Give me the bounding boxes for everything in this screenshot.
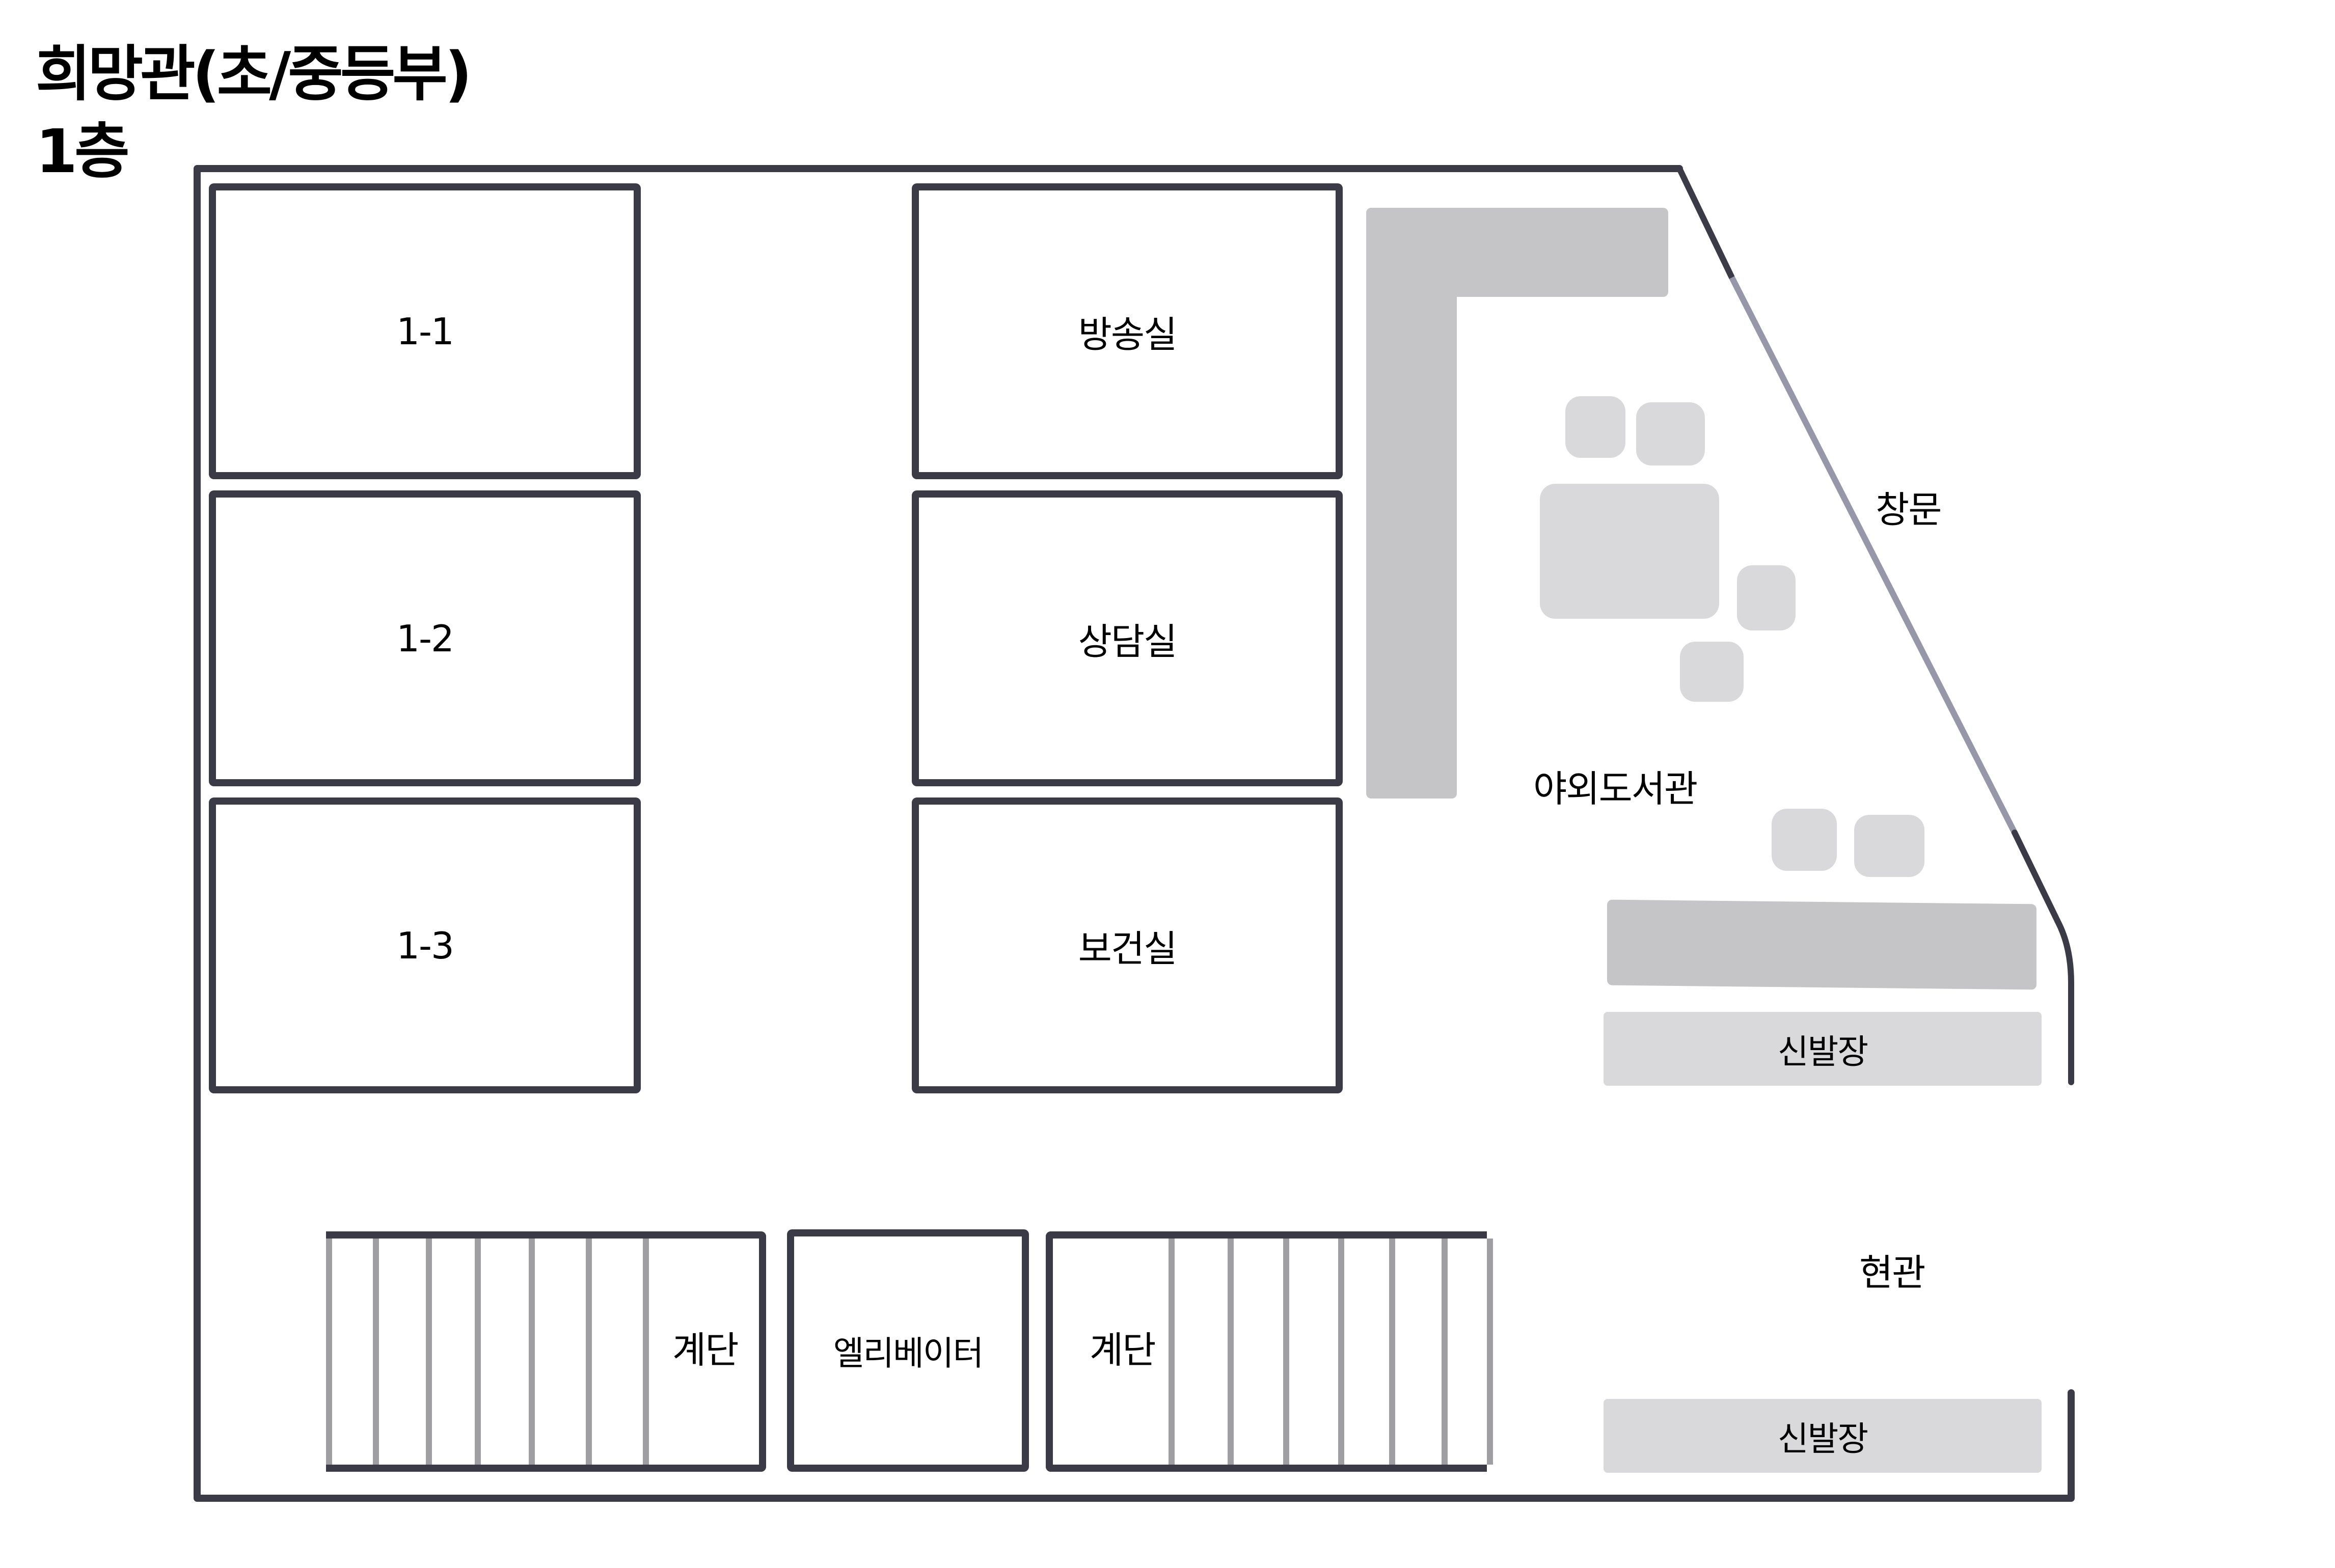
library-table	[1540, 484, 1719, 619]
shoe-rack-upper: 신발장	[1604, 1012, 2042, 1086]
stairs-right[interactable]: 계단	[1046, 1231, 1493, 1472]
diagonal-wall-bottom	[2012, 830, 2074, 1085]
library-chair	[1680, 642, 1744, 702]
room-label: 1-2	[396, 617, 454, 660]
library-chair	[1636, 402, 1705, 465]
stair-tread	[1389, 1239, 1395, 1465]
library-bench	[1607, 899, 2037, 990]
stair-tread	[586, 1239, 592, 1465]
entrance-label: 현관	[1859, 1251, 1925, 1294]
room-1-1[interactable]: 1-1	[209, 183, 641, 479]
stairs-label: 계단	[1090, 1329, 1156, 1371]
window-label: 창문	[1876, 488, 1942, 531]
room-label: 1-1	[396, 310, 454, 353]
shoe-rack-lower: 신발장	[1604, 1399, 2042, 1473]
stair-tread	[475, 1239, 481, 1465]
stair-tread	[1283, 1239, 1289, 1465]
diagonal-wall-top	[1676, 166, 1735, 281]
stair-tread	[1487, 1239, 1493, 1465]
window-line	[1729, 276, 2018, 834]
library-chair	[1772, 809, 1837, 871]
library-chair	[1737, 565, 1796, 630]
library-label: 야외도서관	[1533, 767, 1698, 810]
room-label: 1-3	[396, 924, 454, 967]
building-title: 희망관(초/중등부)	[36, 39, 472, 109]
outer-wall	[194, 165, 2075, 1502]
stair-tread	[1169, 1239, 1175, 1465]
room-label: 방송실	[1078, 313, 1178, 356]
floor-title: 1층	[36, 116, 130, 186]
stair-tread	[643, 1239, 649, 1465]
room-counseling[interactable]: 상담실	[912, 490, 1343, 786]
room-1-3[interactable]: 1-3	[209, 797, 641, 1093]
bookshelf-vertical	[1366, 208, 1457, 799]
stair-tread	[373, 1239, 379, 1465]
room-health[interactable]: 보건실	[912, 797, 1343, 1093]
stair-tread	[326, 1239, 332, 1465]
stair-tread	[1338, 1239, 1344, 1465]
stair-tread	[1442, 1239, 1448, 1465]
shoe-rack-label: 신발장	[1777, 1032, 1868, 1071]
elevator[interactable]: 엘리베이터	[787, 1229, 1029, 1472]
library-chair	[1565, 396, 1625, 458]
stair-tread	[426, 1239, 432, 1465]
stairs-label: 계단	[672, 1329, 739, 1371]
shoe-rack-label: 신발장	[1777, 1419, 1868, 1459]
room-broadcast[interactable]: 방송실	[912, 183, 1343, 479]
library-chair	[1854, 815, 1924, 877]
stair-tread	[1228, 1239, 1234, 1465]
stair-tread	[529, 1239, 535, 1465]
stairs-left[interactable]: 계단	[326, 1231, 766, 1472]
room-label: 보건실	[1078, 927, 1178, 970]
room-label: 상담실	[1078, 620, 1178, 663]
elevator-label: 엘리베이터	[833, 1334, 984, 1373]
room-1-2[interactable]: 1-2	[209, 490, 641, 786]
